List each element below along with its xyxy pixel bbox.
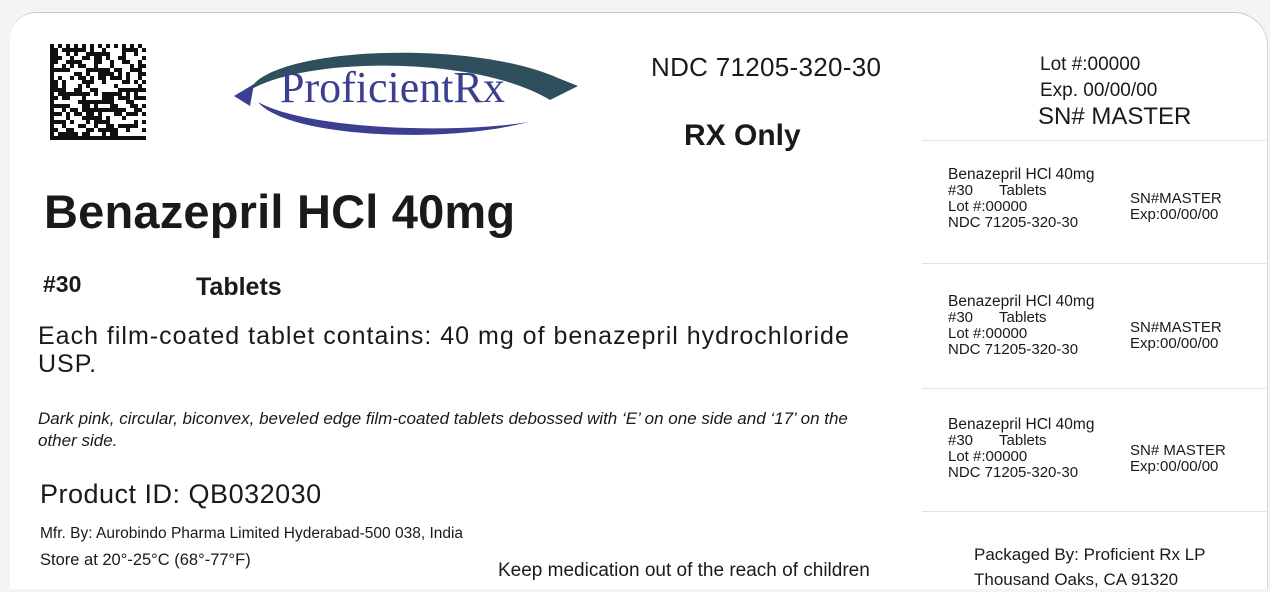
serial-number: SN# MASTER xyxy=(1038,103,1192,130)
tablet-description: Dark pink, circular, biconvex, beveled e… xyxy=(38,409,848,450)
stub-form: Tablets xyxy=(999,182,1047,199)
manufacturer: Mfr. By: Aurobindo Pharma Limited Hydera… xyxy=(40,525,464,542)
stub-drug-name: Benazepril HCl 40mg xyxy=(948,166,1095,183)
stub-form: Tablets xyxy=(999,432,1047,449)
stub-drug-name: Benazepril HCl 40mg xyxy=(948,293,1095,310)
stub-count: #30 xyxy=(948,309,974,326)
stub-exp: Exp:00/00/00 xyxy=(1130,206,1219,223)
stub-label: Benazepril HCl 40mg #30 Tablets Lot #:000… xyxy=(922,263,1268,386)
dosage-form: Tablets xyxy=(196,273,282,301)
stub-serial: SN#MASTER xyxy=(1130,190,1222,207)
lot-number: Lot #:00000 xyxy=(1040,54,1141,75)
ndc-number: NDC 71205-320-30 xyxy=(651,52,882,82)
stub-serial: SN#MASTER xyxy=(1130,319,1222,336)
datamatrix-code xyxy=(50,44,146,140)
stub-label: Benazepril HCl 40mg #30 Tablets Lot #:000… xyxy=(922,140,1268,263)
storage-instructions: Store at 20°-25°C (68°-77°F) xyxy=(40,551,251,569)
stub-label: Benazepril HCl 40mg #30 Tablets Lot #:000… xyxy=(922,388,1268,512)
proficientrx-logo: ProficientRx xyxy=(234,52,578,135)
stub-serial: SN# MASTER xyxy=(1130,442,1226,459)
child-warning: Keep medication out of the reach of chil… xyxy=(498,560,870,581)
packager-name: Packaged By: Proficient Rx LP xyxy=(974,545,1206,564)
prescription-label xyxy=(10,12,1268,589)
product-id: Product ID: QB032030 xyxy=(40,479,322,509)
packager-address: Thousand Oaks, CA 91320 xyxy=(974,570,1179,589)
contents-statement: Each film-coated tablet contains: 40 mg … xyxy=(38,322,850,378)
drug-name: Benazepril HCl 40mg xyxy=(44,185,516,238)
rx-only: RX Only xyxy=(684,119,801,152)
stub-count: #30 xyxy=(948,432,974,449)
stub-form: Tablets xyxy=(999,309,1047,326)
stub-lot: Lot #:00000 xyxy=(948,448,1028,465)
stub-ndc: NDC 71205-320-30 xyxy=(948,464,1079,481)
stub-ndc: NDC 71205-320-30 xyxy=(948,214,1079,231)
expiration-date: Exp. 00/00/00 xyxy=(1040,80,1158,101)
stub-lot: Lot #:00000 xyxy=(948,198,1028,215)
stub-drug-name: Benazepril HCl 40mg xyxy=(948,416,1095,433)
stub-count: #30 xyxy=(948,182,974,199)
stub-exp: Exp:00/00/00 xyxy=(1130,458,1219,475)
lot-exp-block: Lot #:00000 Exp. 00/00/00 xyxy=(1040,52,1157,104)
logo-text: ProficientRx xyxy=(280,63,505,112)
stub-ndc: NDC 71205-320-30 xyxy=(948,341,1079,358)
packager-info: Packaged By: Proficient Rx LP Thousand O… xyxy=(974,542,1206,592)
tablet-count: #30 xyxy=(43,271,82,297)
stub-exp: Exp:00/00/00 xyxy=(1130,335,1219,352)
stub-lot: Lot #:00000 xyxy=(948,325,1028,342)
